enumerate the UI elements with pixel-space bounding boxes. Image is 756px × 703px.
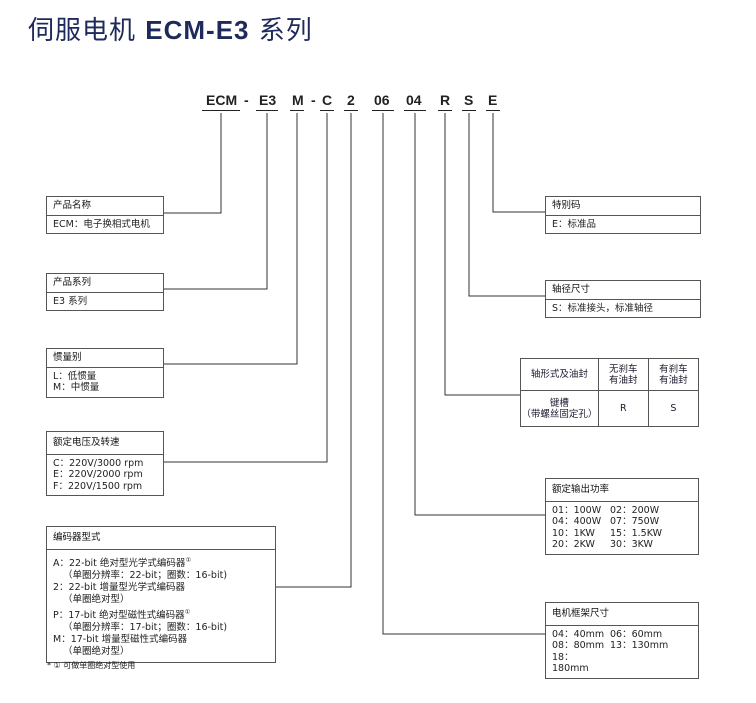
- code-part: ECM: [206, 92, 238, 108]
- code-part: -: [244, 92, 249, 108]
- voltage-line: E：220V/2000 rpm: [53, 469, 143, 480]
- shaft-type-val1: R: [597, 390, 649, 427]
- connector-shaft: [468, 113, 545, 297]
- footnote: * ① 可做单圈绝对型使用: [47, 661, 136, 670]
- encoder-line: （单圈绝对型）: [63, 645, 130, 657]
- code-part: C: [322, 92, 333, 108]
- encoder-line: （单圈分辨率：22-bit；圈数：16-bit): [63, 569, 228, 581]
- code-underline: [320, 110, 334, 111]
- power-item: 15：1.5KW: [610, 527, 662, 539]
- note-mark: ①: [184, 607, 191, 616]
- product-name-box: 产品名称 ECM：电子换相式电机: [46, 196, 164, 234]
- encoder-line: 2：22-bit 增量型光学式编码器: [53, 581, 185, 593]
- note-mark: ①: [185, 555, 192, 564]
- connector-encoder: [275, 113, 352, 588]
- code-part: -: [311, 92, 316, 108]
- power-header: 额定输出功率: [546, 479, 698, 502]
- frame-item: 08：80mm: [552, 640, 605, 651]
- power-item: 10：1KW: [552, 527, 595, 539]
- connector-inertia: [163, 113, 298, 365]
- frame-item: 06：60mm: [610, 628, 663, 640]
- connector-product-name: [163, 113, 222, 214]
- shaft-type-row-label: 键槽（带螺丝固定孔）: [520, 390, 599, 427]
- code-underline: [404, 110, 426, 111]
- page-title: 伺服电机 ECM-E3 系列: [28, 15, 313, 46]
- frame-header: 电机框架尺寸: [546, 603, 698, 626]
- voltage-header: 额定电压及转速: [47, 432, 163, 455]
- power-item: 02：200W: [610, 504, 660, 516]
- code-underline: [256, 110, 278, 111]
- shaft-type-col2: 有刹车有油封: [647, 358, 700, 391]
- code-part: S: [464, 92, 474, 108]
- code-part: R: [440, 92, 451, 108]
- product-name-line: ECM：电子换相式电机: [53, 218, 150, 230]
- encoder-line: A：22-bit 绝对型光学式编码器: [53, 557, 186, 569]
- code-underline: [462, 110, 476, 111]
- series-box: 产品系列 E3 系列: [46, 273, 164, 311]
- inertia-box: 惯量别 L：低惯量 M：中惯量: [46, 348, 164, 398]
- frame-item: 13：130mm: [610, 640, 669, 651]
- shaft-type-val2: S: [647, 390, 700, 427]
- series-line: E3 系列: [53, 295, 88, 307]
- encoder-header: 编码器型式: [47, 527, 275, 550]
- frame-box: 电机框架尺寸 04：40mm 06：60mm 08：80mm 13：130mm 18…: [545, 602, 699, 679]
- code-part: M: [292, 92, 304, 108]
- shaft-header: 轴径尺寸: [546, 281, 700, 300]
- product-name-header: 产品名称: [47, 197, 163, 216]
- connector-shaft-type: [444, 113, 520, 396]
- connector-special: [492, 113, 545, 213]
- voltage-box: 额定电压及转速 C：220V/3000 rpm E：220V/2000 rpm …: [46, 431, 164, 496]
- connector-power: [414, 113, 545, 516]
- inertia-header: 惯量别: [47, 349, 163, 368]
- voltage-line: F：220V/1500 rpm: [53, 480, 143, 492]
- code-underline: [372, 110, 394, 111]
- shaft-type-col1: 无刹车有油封: [597, 358, 649, 391]
- code-underline: [344, 110, 358, 111]
- special-box: 特别码 E：标准品: [545, 196, 701, 234]
- connector-frame: [382, 113, 545, 635]
- code-underline: [202, 110, 240, 111]
- code-part: 06: [374, 92, 390, 108]
- power-item: 30：3KW: [610, 539, 653, 550]
- power-item: 20：2KW: [552, 539, 595, 550]
- shaft-box: 轴径尺寸 S：标准接头，标准轴径: [545, 280, 701, 318]
- special-line: E：标准品: [552, 218, 597, 230]
- encoder-line: （单圈分辨率：17-bit；圈数：16-bit): [63, 621, 228, 633]
- power-item: 01：100W: [552, 504, 602, 516]
- code-part: 2: [347, 92, 355, 108]
- code-underline: [290, 110, 304, 111]
- encoder-box: 编码器型式 A：22-bit 绝对型光学式编码器① （单圈分辨率：22-bit；…: [46, 526, 276, 663]
- inertia-line: L：低惯量: [53, 370, 97, 382]
- connector-series: [163, 113, 268, 290]
- inertia-line: M：中惯量: [53, 382, 100, 393]
- series-header: 产品系列: [47, 274, 163, 293]
- code-underline: [438, 110, 452, 111]
- code-part: E3: [259, 92, 277, 108]
- shaft-line: S：标准接头，标准轴径: [552, 302, 654, 314]
- encoder-line: （单圈绝对型）: [63, 593, 130, 605]
- frame-item: 18：180mm: [552, 651, 589, 675]
- shaft-type-table: 轴形式及油封 无刹车有油封 有刹车有油封 键槽（带螺丝固定孔） R S: [520, 358, 700, 427]
- code-underline: [486, 110, 500, 111]
- connector-voltage: [163, 113, 328, 463]
- power-item: 07：750W: [610, 516, 660, 527]
- code-part: 04: [406, 92, 422, 108]
- special-header: 特别码: [546, 197, 700, 216]
- frame-item: [610, 652, 684, 675]
- power-item: 04：400W: [552, 516, 602, 527]
- power-box: 额定输出功率 01：100W 02：200W 04：400W 07：750W 10：…: [545, 478, 699, 555]
- voltage-line: C：220V/3000 rpm: [53, 457, 144, 469]
- shaft-type-corner: 轴形式及油封: [520, 358, 599, 391]
- encoder-line: M：17-bit 增量型磁性式编码器: [53, 633, 188, 645]
- code-part: E: [488, 92, 498, 108]
- encoder-line: P：17-bit 绝对型磁性式编码器: [53, 609, 185, 621]
- frame-item: 04：40mm: [552, 628, 605, 640]
